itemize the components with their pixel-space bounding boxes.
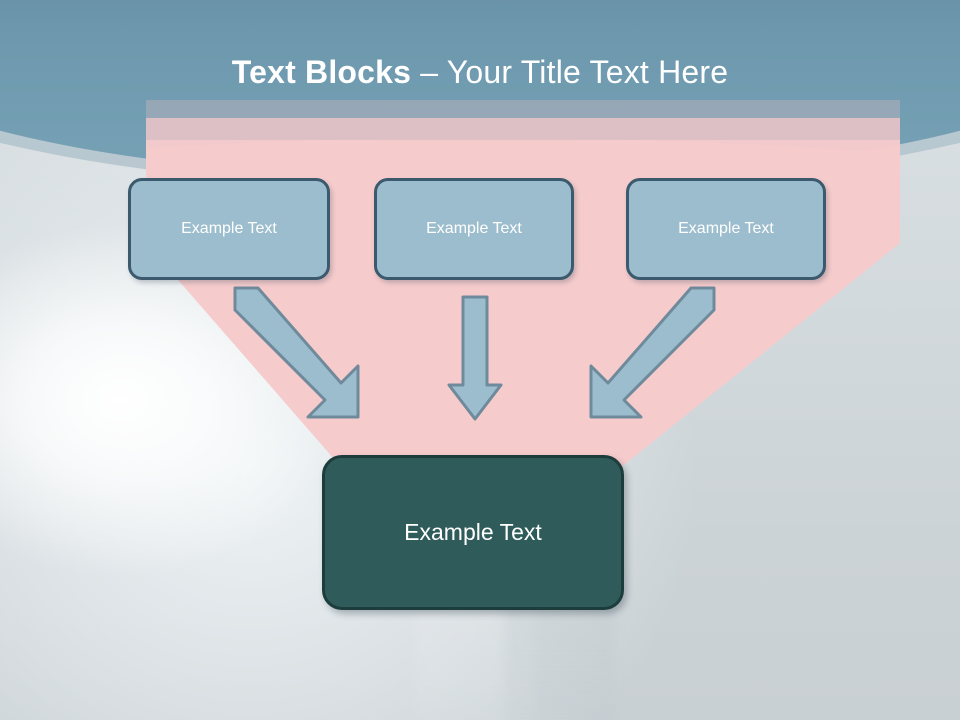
arrow-left-icon [233, 286, 360, 419]
text-block-3-label: Example Text [678, 220, 774, 237]
text-block-1[interactable]: Example Text [128, 178, 330, 280]
arrow-center-icon [447, 295, 503, 421]
slide-title: Text Blocks – Your Title Text Here [0, 52, 960, 92]
text-block-2-label: Example Text [426, 220, 522, 237]
text-block-3[interactable]: Example Text [626, 178, 826, 280]
result-text-block-label: Example Text [404, 519, 542, 545]
arrow-right-icon [589, 286, 716, 419]
slide-title-bold: Text Blocks [231, 54, 421, 90]
slide-title-separator: – [420, 54, 447, 90]
text-block-1-label: Example Text [181, 220, 277, 237]
result-text-block[interactable]: Example Text [322, 455, 624, 610]
text-block-2[interactable]: Example Text [374, 178, 574, 280]
slide-title-light: Your Title Text Here [446, 54, 729, 90]
